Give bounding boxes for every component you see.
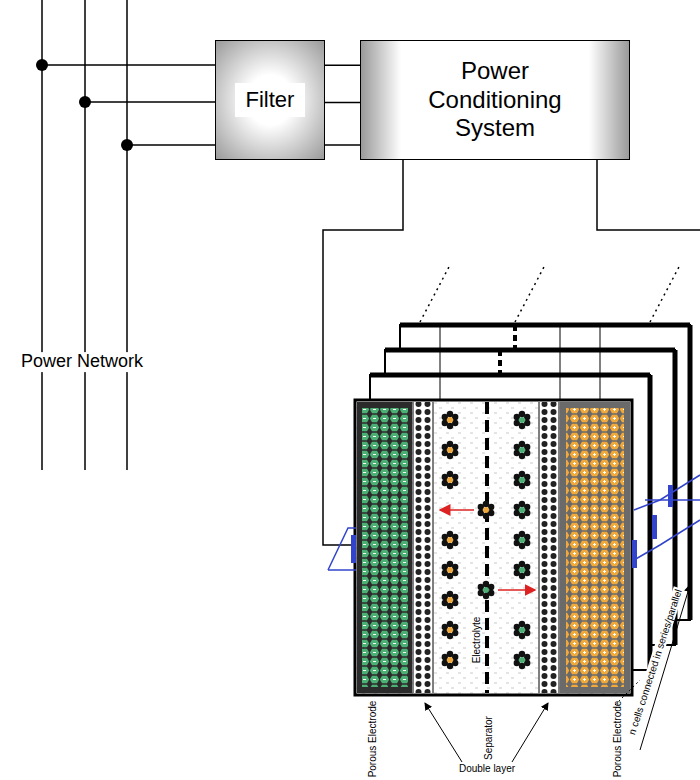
- electrode-label: Porous Electrode: [367, 701, 378, 778]
- double-layer-label: Double layer: [459, 763, 515, 774]
- power-conditioning-box: Power Conditioning System: [360, 40, 630, 160]
- wire-connector: [325, 144, 360, 146]
- wire-connector: [325, 64, 360, 66]
- separator-label: Separator: [483, 716, 494, 760]
- filter-box: Filter: [215, 40, 325, 160]
- electrolyte-label: Electrolyte: [471, 615, 482, 666]
- box-text: Power Conditioning System: [406, 53, 584, 147]
- network-label: Power Network: [19, 352, 145, 372]
- electrode-label: Porous Electrode: [612, 701, 623, 778]
- wire-connector: [325, 102, 360, 104]
- box-text: Filter: [235, 83, 305, 117]
